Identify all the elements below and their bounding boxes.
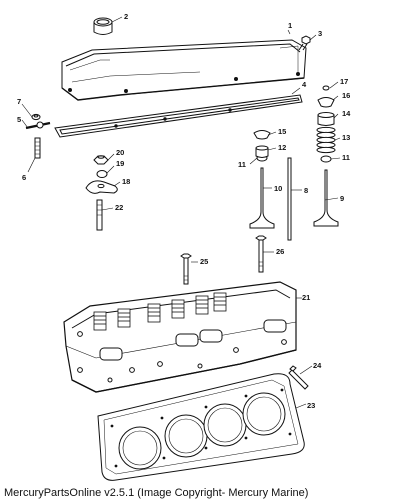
part-number: 5	[17, 115, 21, 124]
part-number: 9	[340, 194, 344, 203]
rocker-ball	[96, 170, 108, 178]
exploded-parts-diagram: 1 2 3 4 5 6 7 8 9 10 11 11 12 13 14 15 1…	[17, 12, 351, 481]
part-number: 11	[342, 153, 350, 162]
head-bolt	[255, 235, 267, 273]
part-number: 20	[116, 148, 124, 157]
valve-keeper	[322, 85, 330, 91]
part-number: 11	[238, 160, 246, 169]
rocker-stud	[96, 199, 103, 231]
part-number: 6	[22, 173, 26, 182]
part-number: 25	[200, 257, 208, 266]
leader-lines	[21, 16, 341, 409]
valve-spring-cap	[255, 145, 269, 158]
part-number: 21	[302, 293, 310, 302]
valve-oil-seal	[320, 155, 332, 163]
part-number: 2	[124, 12, 128, 21]
part-number: 19	[116, 159, 124, 168]
rocker-arm-nut	[93, 155, 109, 165]
part-number: 8	[304, 186, 308, 195]
valve-spring	[316, 126, 336, 154]
rocker-arm	[85, 180, 118, 194]
valve-spring-shield	[317, 112, 335, 126]
exhaust-valve	[313, 169, 339, 227]
part-number: 17	[340, 77, 348, 86]
copyright-caption: MercuryPartsOnline v2.5.1 (Image Copyrig…	[4, 487, 309, 499]
cylinder-head	[63, 281, 297, 393]
head-bolt-short	[180, 253, 192, 285]
valve-rotator	[253, 130, 271, 140]
part-number: 10	[274, 184, 282, 193]
part-number: 16	[342, 91, 350, 100]
part-number: 24	[313, 361, 322, 370]
part-numbers: 1 2 3 4 5 6 7 8 9 10 11 11 12 13 14 15 1…	[17, 12, 351, 410]
intake-valve	[249, 167, 275, 229]
part-number: 13	[342, 133, 350, 142]
cover-bolt	[298, 35, 311, 51]
part-number: 12	[278, 143, 286, 152]
part-number: 18	[122, 177, 130, 186]
part-number: 3	[318, 29, 322, 38]
push-rod	[287, 157, 292, 241]
part-number: 7	[17, 97, 21, 106]
side-bolt	[288, 365, 309, 390]
valve-cover	[61, 39, 307, 101]
spreader-clip	[25, 113, 51, 130]
valve-cover-gasket	[54, 94, 303, 138]
part-number: 26	[276, 247, 284, 256]
valve-spring-retainer	[317, 97, 335, 108]
part-number: 1	[288, 21, 292, 30]
oil-filler-cap	[93, 17, 113, 35]
part-number: 23	[307, 401, 315, 410]
part-number: 4	[302, 80, 307, 89]
part-number: 14	[342, 109, 351, 118]
stud-bolt	[34, 137, 41, 159]
part-number: 15	[278, 127, 286, 136]
head-gasket	[97, 373, 305, 481]
part-number: 22	[115, 203, 123, 212]
